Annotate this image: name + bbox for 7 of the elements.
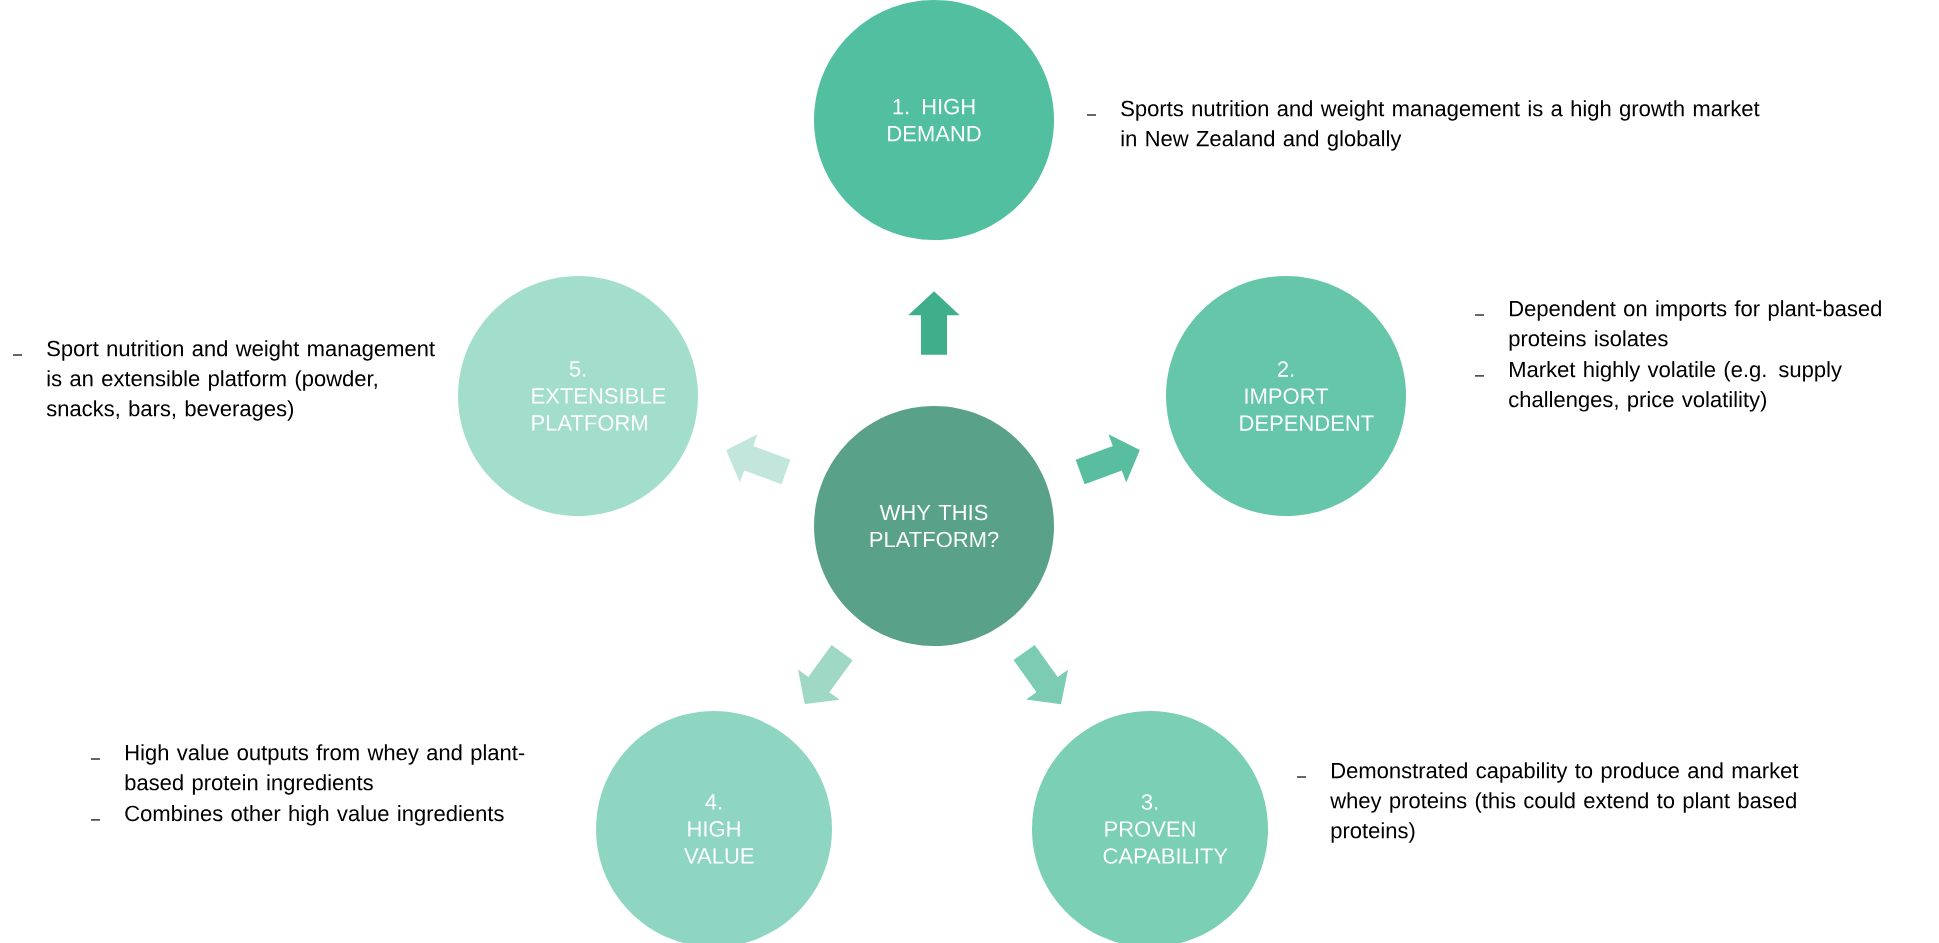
bullet-text: Combines other high value ingredients	[125, 805, 504, 826]
bullet-text: High value outputs from whey and plant-based protein ingredients	[125, 744, 525, 795]
bullet-text: Dependent on imports for plant-based proteins isolates	[1509, 300, 1881, 351]
bullet-text: Market highly volatile (e.g. supply challenges, price volatility)	[1509, 361, 1842, 412]
bullet-text: Sports nutrition and weight management is a high growth market in New Zealand and globally	[1121, 100, 1760, 151]
bullet-text: Demonstrated capability to produce and market whey proteins (this could extend to plant based proteins)	[1330, 762, 1799, 843]
bullet-text: Sport nutrition and weight management is an extensible platform (powder, snacks, bars, beverages)	[46, 340, 435, 421]
